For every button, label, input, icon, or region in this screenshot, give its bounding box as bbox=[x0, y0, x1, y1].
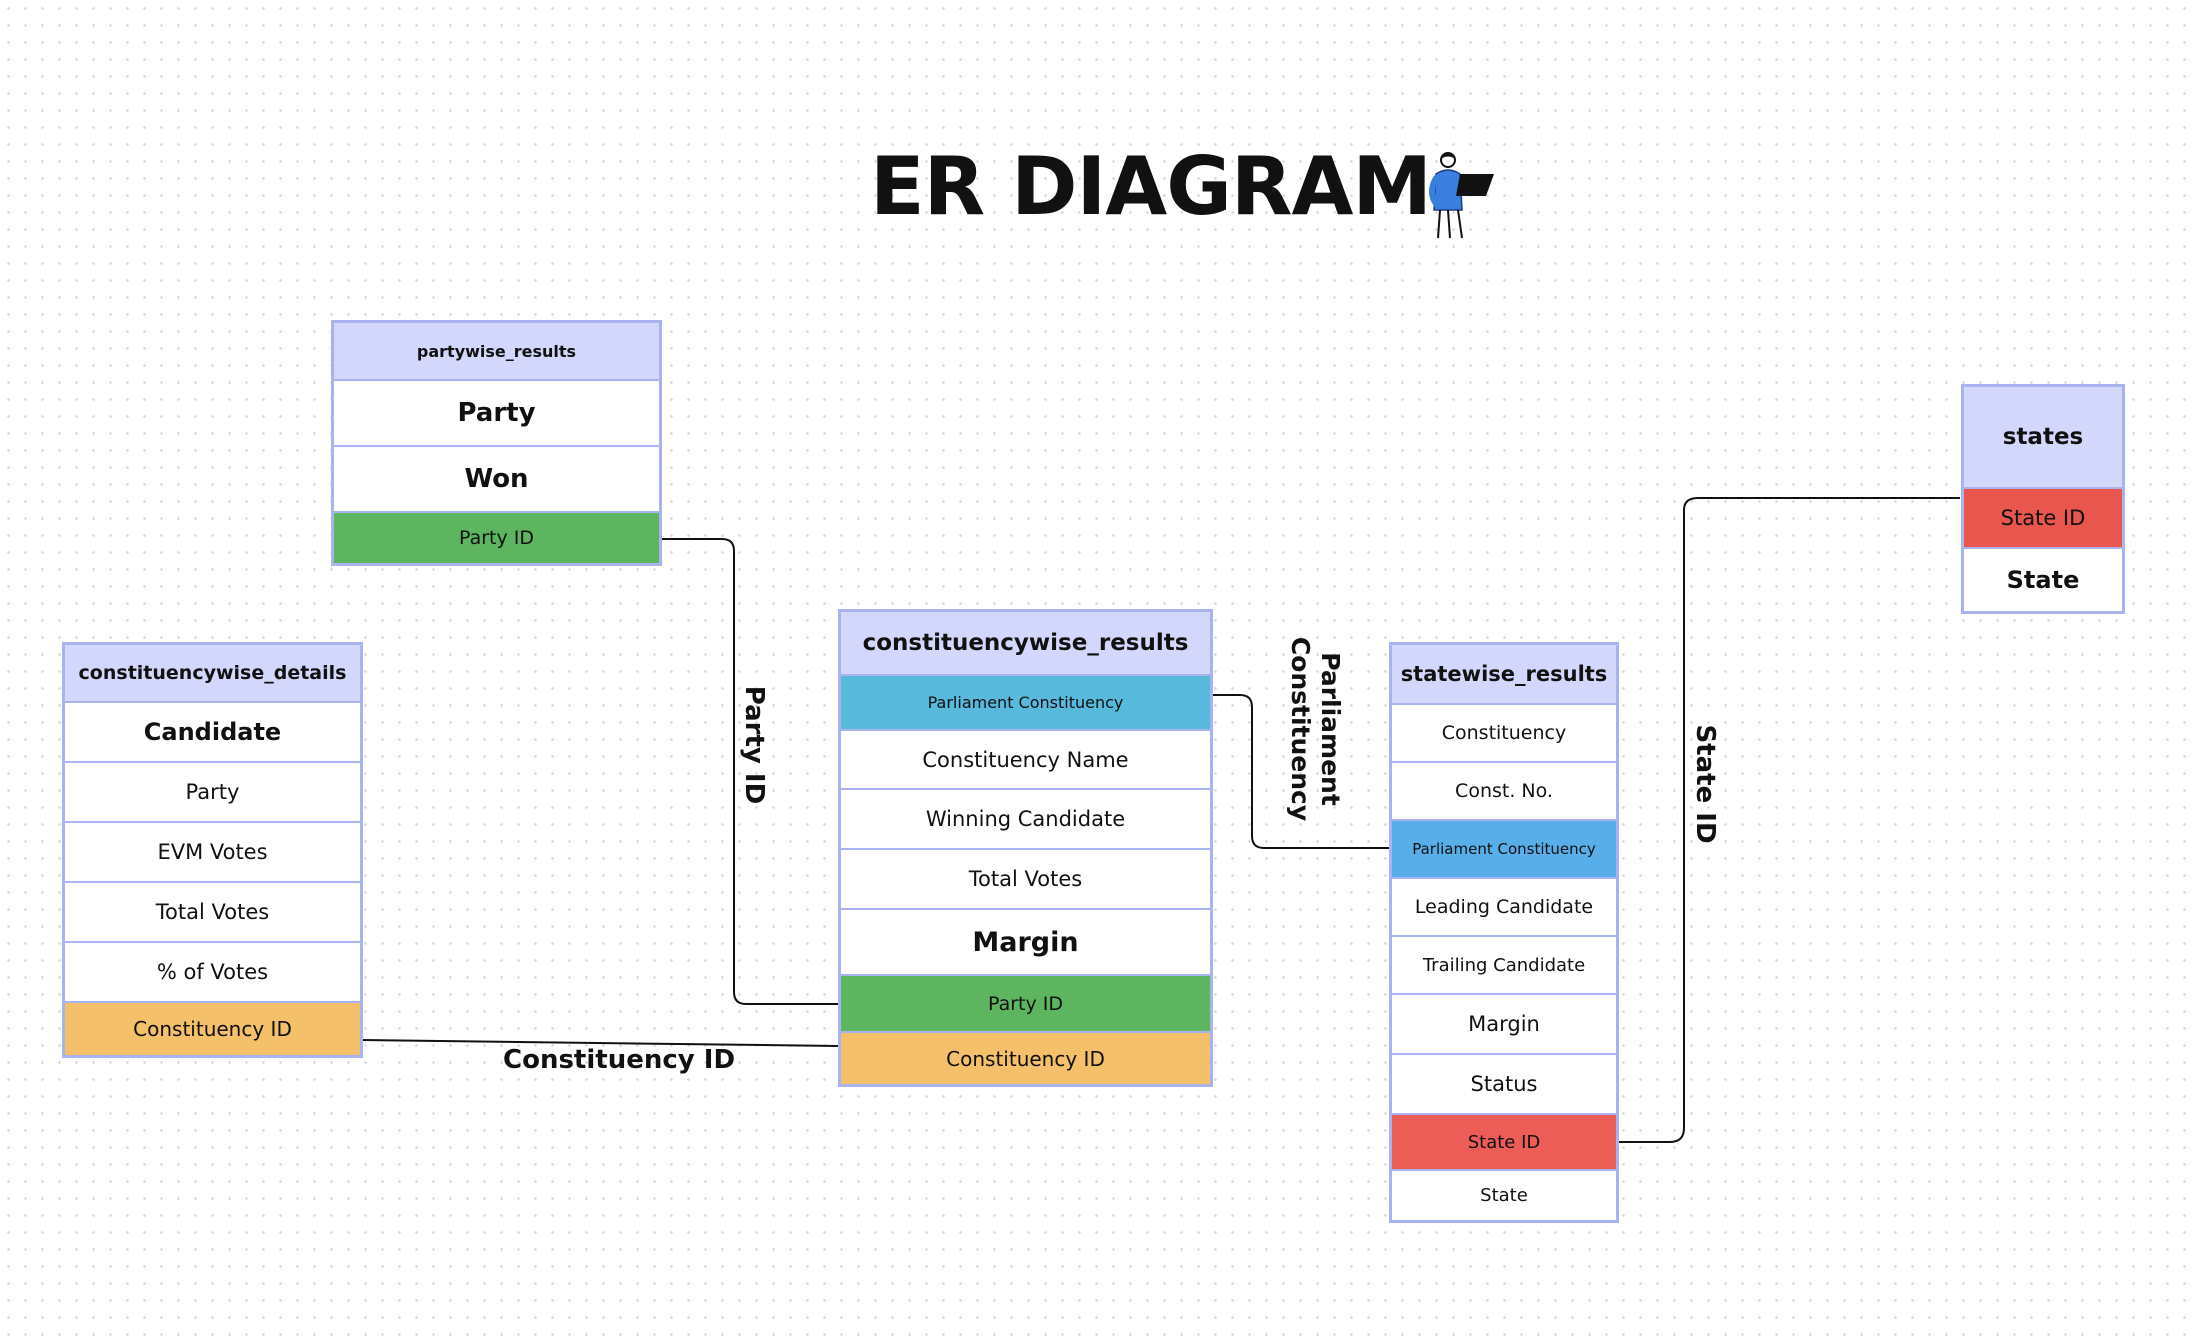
field-constituency-id: Constituency ID bbox=[65, 1001, 360, 1055]
entity-header: statewise_results bbox=[1392, 645, 1616, 703]
field-state: State bbox=[1392, 1169, 1616, 1220]
field-total-votes: Total Votes bbox=[841, 848, 1210, 908]
entity-constituencywise-details: constituencywise_details Candidate Party… bbox=[62, 642, 363, 1058]
link-constituency-id bbox=[361, 1039, 839, 1047]
field-constituency-id: Constituency ID bbox=[841, 1031, 1210, 1084]
entity-header: constituencywise_details bbox=[65, 645, 360, 701]
label-constituency-id: Constituency ID bbox=[503, 1045, 736, 1075]
entity-states: states State ID State bbox=[1961, 384, 2125, 614]
entity-header: states bbox=[1964, 387, 2122, 487]
field-evm-votes: EVM Votes bbox=[65, 821, 360, 881]
field-total-votes: Total Votes bbox=[65, 881, 360, 941]
entity-header: partywise_results bbox=[334, 323, 659, 379]
field-constituency: Constituency bbox=[1392, 703, 1616, 761]
link-party-id bbox=[661, 538, 838, 1005]
person-with-laptop-icon bbox=[1429, 152, 1494, 239]
field-winning-candidate: Winning Candidate bbox=[841, 788, 1210, 848]
label-party-id: Party ID bbox=[739, 685, 769, 805]
link-state-id bbox=[1618, 497, 1960, 1143]
label-parliament-constituency: Parliament Constituency bbox=[1286, 636, 1345, 822]
link-parliament-constituency bbox=[1212, 694, 1390, 849]
field-party: Party bbox=[65, 761, 360, 821]
field-party-id: Party ID bbox=[334, 511, 659, 563]
label-state-id: State ID bbox=[1690, 724, 1720, 844]
field-margin: Margin bbox=[841, 908, 1210, 974]
field-parliament-constituency: Parliament Constituency bbox=[1392, 819, 1616, 877]
entity-constituencywise-results: constituencywise_results Parliament Cons… bbox=[838, 609, 1213, 1087]
diagram-title: ER DIAGRAM bbox=[870, 140, 1432, 233]
field-status: Status bbox=[1392, 1053, 1616, 1113]
entity-partywise-results: partywise_results Party Won Party ID bbox=[331, 320, 662, 566]
entity-header: constituencywise_results bbox=[841, 612, 1210, 674]
field-state-id: State ID bbox=[1964, 487, 2122, 547]
field-percent-votes: % of Votes bbox=[65, 941, 360, 1001]
field-leading-candidate: Leading Candidate bbox=[1392, 877, 1616, 935]
field-state-id: State ID bbox=[1392, 1113, 1616, 1169]
field-trailing-candidate: Trailing Candidate bbox=[1392, 935, 1616, 993]
field-const-no: Const. No. bbox=[1392, 761, 1616, 819]
field-constituency-name: Constituency Name bbox=[841, 729, 1210, 788]
field-state: State bbox=[1964, 547, 2122, 611]
entity-statewise-results: statewise_results Constituency Const. No… bbox=[1389, 642, 1619, 1223]
field-candidate: Candidate bbox=[65, 701, 360, 761]
field-won: Won bbox=[334, 445, 659, 511]
field-party-id: Party ID bbox=[841, 974, 1210, 1031]
field-parliament-constituency: Parliament Constituency bbox=[841, 674, 1210, 729]
field-margin: Margin bbox=[1392, 993, 1616, 1053]
field-party: Party bbox=[334, 379, 659, 445]
